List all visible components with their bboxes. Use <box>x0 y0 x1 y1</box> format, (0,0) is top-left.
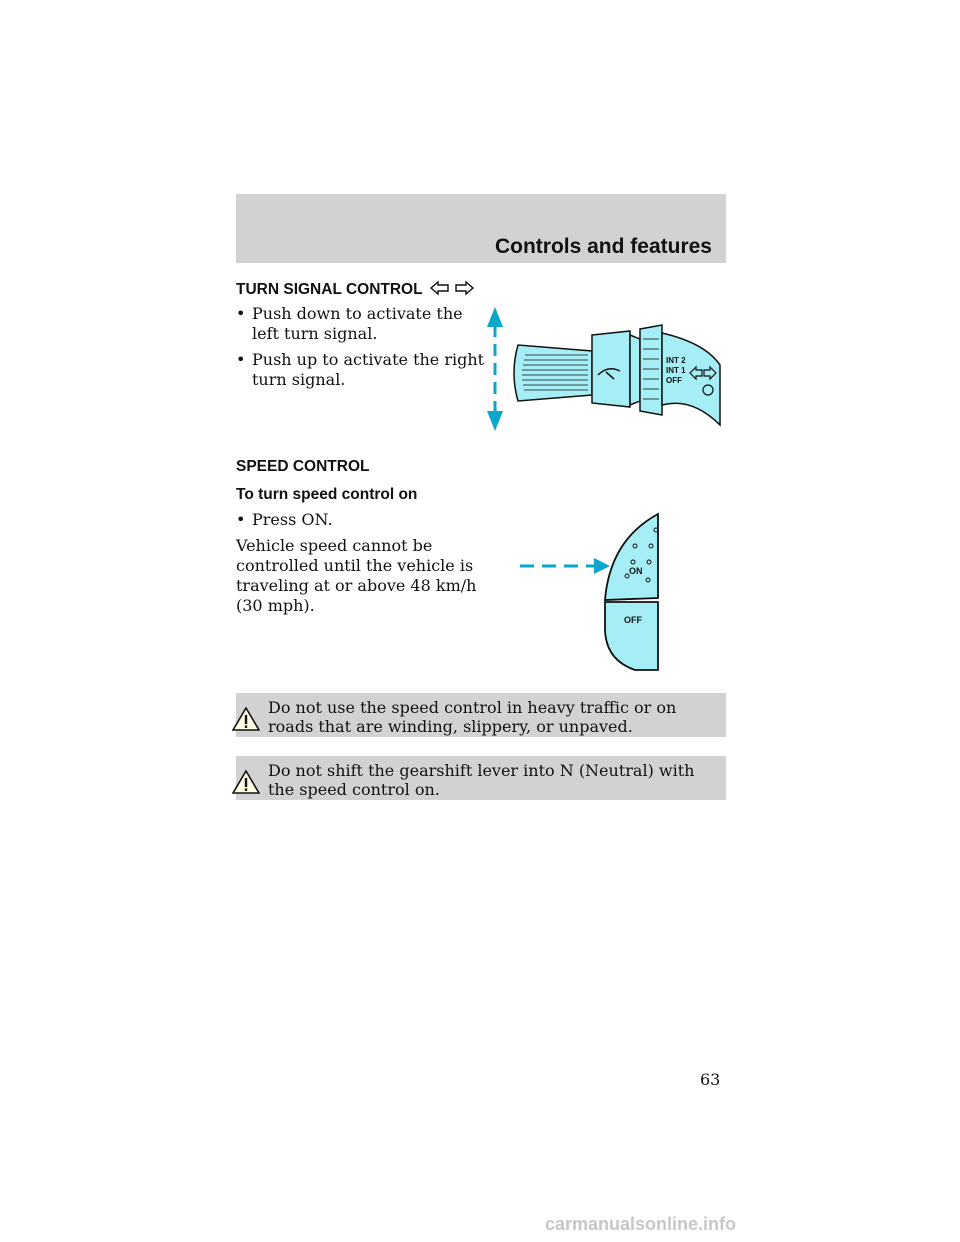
warning-triangle-icon <box>232 707 260 731</box>
int2-label: INT 2 <box>666 356 686 365</box>
on-label: ON <box>629 566 643 576</box>
off-label: OFF <box>666 376 682 385</box>
section-title: Controls and features <box>494 235 712 258</box>
turn-arrows-icon <box>429 280 474 296</box>
bullet-text: Push down to activate the left turn sign… <box>252 304 463 343</box>
warning-text: Do not use the speed control in heavy tr… <box>268 698 677 736</box>
speed-control-bullet: •Press ON. <box>236 510 333 529</box>
warning-box: Do not use the speed control in heavy tr… <box>232 693 726 737</box>
turn-signal-stalk-illustration: INT 2 INT 1 OFF <box>487 307 721 431</box>
bullet-text: Press ON. <box>252 510 333 529</box>
page-number: 63 <box>700 1070 721 1089</box>
turn-signal-bullet-right: •Push up to activate the right turn sign… <box>236 350 485 389</box>
warning-triangle-icon <box>232 770 260 794</box>
section-header-bar: Controls and features <box>236 194 726 263</box>
speed-control-paragraph: Vehicle speed cannot be controlled until… <box>236 536 477 615</box>
int1-label: INT 1 <box>666 366 686 375</box>
speed-control-heading: SPEED CONTROL <box>236 458 370 475</box>
speed-control-subheading: To turn speed control on <box>236 486 418 503</box>
off-label: OFF <box>624 615 642 625</box>
speed-control-switch-illustration: ON OFF <box>520 512 659 671</box>
turn-signal-heading: TURN SIGNAL CONTROL <box>236 281 423 298</box>
turn-signal-heading-row: TURN SIGNAL CONTROL <box>236 280 475 299</box>
bullet-text: Push up to activate the right turn signa… <box>252 350 485 389</box>
up-down-arrow-icon <box>487 307 503 431</box>
warning-box: Do not shift the gearshift lever into N … <box>232 756 726 800</box>
warning-text: Do not shift the gearshift lever into N … <box>268 761 695 799</box>
turn-signal-bullet-left: •Push down to activate the left turn sig… <box>236 304 463 343</box>
footer-watermark: carmanualsonline.info <box>545 1214 737 1234</box>
pointer-arrow-icon <box>520 558 610 574</box>
